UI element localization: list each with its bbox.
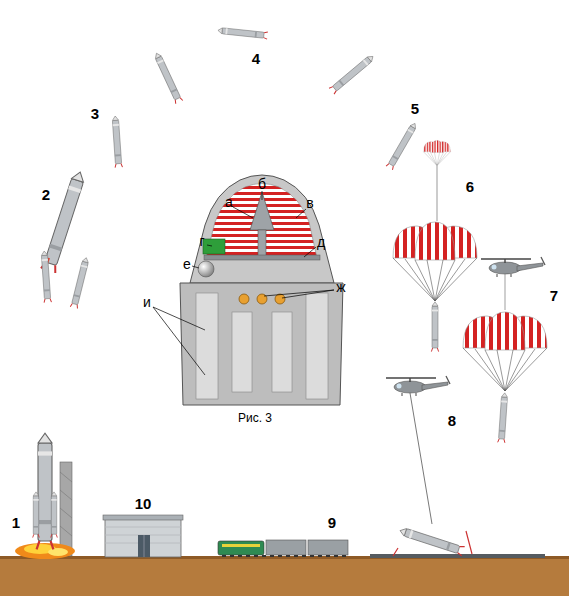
callout-number: 7 — [550, 287, 558, 304]
figure-caption: Рис. 3 — [238, 411, 272, 425]
part-letter: б — [258, 176, 266, 192]
callout-number: 5 — [411, 100, 419, 117]
callout-number: 6 — [466, 178, 474, 195]
callout-number: 3 — [91, 105, 99, 122]
part-letter: в — [306, 195, 313, 211]
part-letter: г — [199, 233, 204, 249]
callout-number: 8 — [448, 412, 456, 429]
part-letter: ж — [336, 279, 345, 295]
part-letter: е — [183, 256, 191, 272]
callout-number: 4 — [252, 50, 260, 67]
part-letter: а — [225, 194, 233, 210]
part-letter: и — [143, 294, 151, 310]
part-letter: д — [317, 234, 325, 250]
callout-number: 10 — [135, 495, 152, 512]
callout-number: 2 — [42, 186, 50, 203]
callout-number: 9 — [328, 514, 336, 531]
callout-number: 1 — [12, 514, 20, 531]
